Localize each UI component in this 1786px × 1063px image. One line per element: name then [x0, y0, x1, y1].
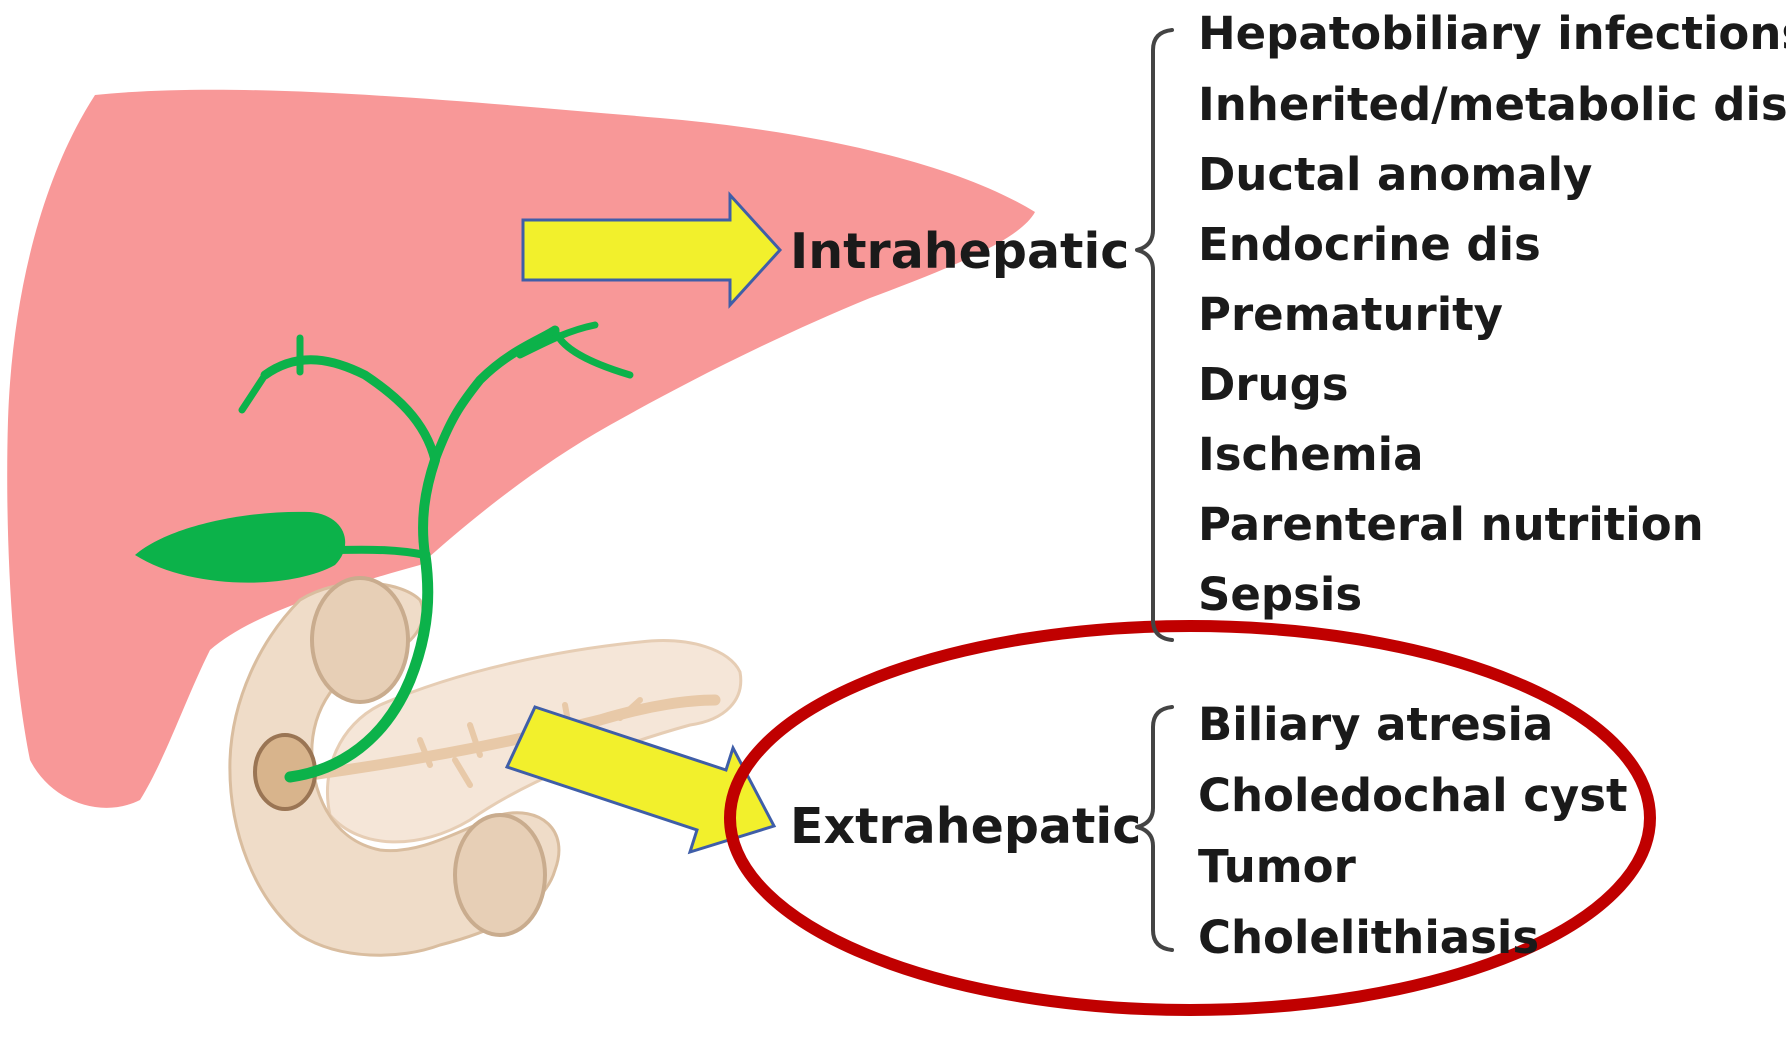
cause-item: Endocrine dis	[1198, 218, 1541, 271]
intrahepatic-label: Intrahepatic	[790, 223, 1129, 280]
duodenum-lumen-top	[312, 578, 408, 702]
cause-item: Sepsis	[1198, 568, 1362, 621]
cause-item: Cholelithiasis	[1198, 911, 1539, 964]
cause-item: Choledochal cyst	[1198, 769, 1628, 822]
intrahepatic-brace	[1137, 30, 1172, 640]
duodenum-lumen-bottom	[455, 815, 545, 935]
cause-item: Ductal anomaly	[1198, 148, 1592, 201]
extrahepatic-brace	[1137, 707, 1172, 950]
cause-item: Hepatobiliary infections	[1198, 7, 1786, 60]
cause-item: Drugs	[1198, 358, 1349, 411]
intrahepatic-causes-list: Hepatobiliary infections Inherited/metab…	[1198, 7, 1786, 621]
cause-item: Tumor	[1198, 840, 1357, 893]
extrahepatic-label: Extrahepatic	[790, 798, 1141, 855]
cause-item: Parenteral nutrition	[1198, 498, 1704, 551]
intrahepatic-group: Intrahepatic Hepatobiliary infections In…	[790, 7, 1786, 621]
extrahepatic-group: Extrahepatic Biliary atresia Choledochal…	[790, 698, 1628, 964]
cause-item: Ischemia	[1198, 428, 1423, 481]
cause-item: Prematurity	[1198, 288, 1503, 341]
cause-item: Biliary atresia	[1198, 698, 1553, 751]
cause-item: Inherited/metabolic dis	[1198, 78, 1786, 131]
